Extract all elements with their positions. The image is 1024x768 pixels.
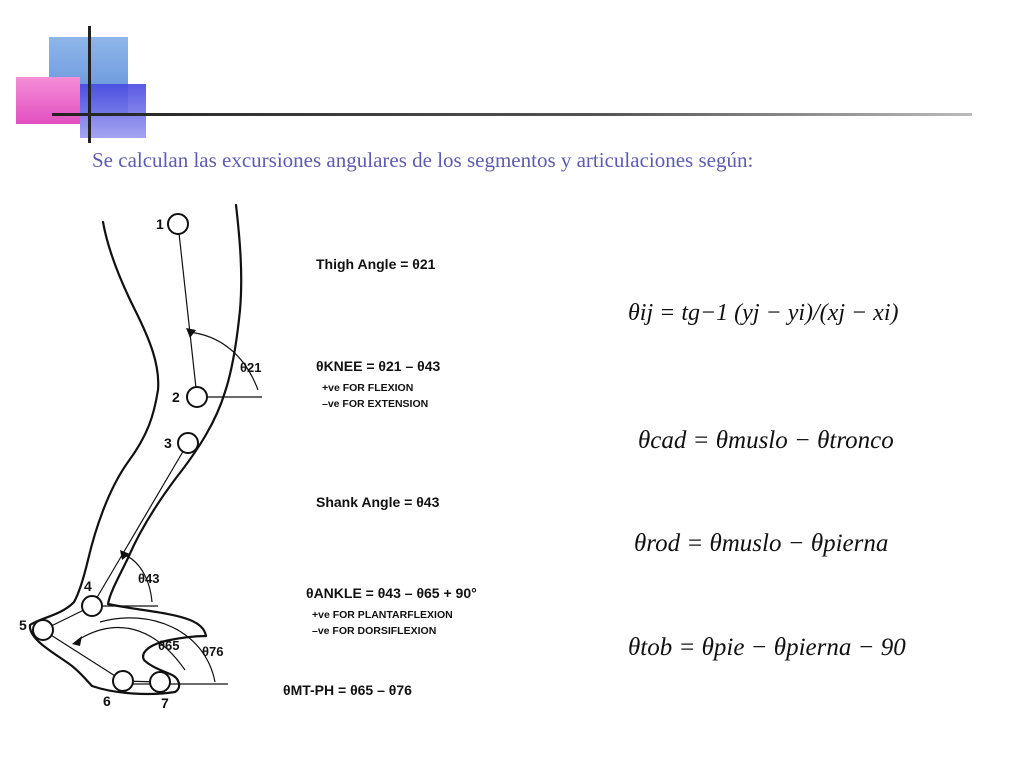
knee-note-flexion: +ve FOR FLEXION: [322, 382, 414, 394]
shank-angle-label: Shank Angle = θ43: [316, 494, 440, 510]
arrowhead-21: [186, 328, 196, 338]
ankle-angle-equation: θtob = θpie − θpierna − 90: [628, 634, 906, 661]
joint-1: [167, 213, 189, 235]
joint-7: [149, 671, 171, 693]
joint-4: [81, 595, 103, 617]
node-label-1: 1: [156, 216, 164, 232]
general-angle-equation: θij = tg−1 (yj − yi)/(xj − xi): [628, 300, 899, 326]
node-label-6: 6: [103, 693, 111, 709]
joint-5: [32, 619, 54, 641]
node-label-2: 2: [172, 389, 180, 405]
node-label-5: 5: [19, 617, 27, 633]
angle-label-76: θ76: [202, 644, 224, 659]
leg-diagram: [28, 203, 262, 696]
hip-angle-equation: θcad = θmuslo − θtronco: [638, 427, 894, 454]
ankle-note-plantarflexion: +ve FOR PLANTARFLEXION: [312, 609, 453, 621]
segment-5-6: [42, 629, 124, 682]
foot-outline: [90, 634, 208, 696]
knee-angle-equation: θrod = θmuslo − θpierna: [634, 530, 889, 557]
horizontal-rule: [52, 113, 972, 116]
arc-theta65: [77, 626, 186, 671]
node-label-3: 3: [164, 435, 172, 451]
pink-square: [16, 77, 80, 124]
joint-6: [112, 670, 134, 692]
leg-outline-left: [28, 220, 160, 688]
mtph-angle-label: θMT-PH = θ65 – θ76: [283, 682, 412, 698]
leg-outline-right: [106, 203, 243, 638]
segment-1-2: [177, 223, 198, 398]
arrowhead-65: [72, 636, 82, 646]
arrowhead-43: [120, 550, 130, 560]
arc-theta76: [99, 617, 216, 683]
vertical-rule: [88, 26, 91, 143]
node-label-7: 7: [161, 695, 169, 711]
angle-label-43: θ43: [138, 571, 160, 586]
angle-label-21: θ21: [240, 360, 262, 375]
arc-theta21: [187, 331, 259, 391]
violet-square: [80, 84, 146, 138]
angle-label-65: θ65: [158, 638, 180, 653]
node-label-4: 4: [84, 578, 92, 594]
knee-angle-label: θKNEE = θ21 – θ43: [316, 358, 441, 374]
ankle-angle-label: θANKLE = θ43 – θ65 + 90°: [306, 585, 477, 601]
knee-note-extension: –ve FOR EXTENSION: [322, 398, 429, 410]
joint-3: [177, 432, 199, 454]
ankle-note-dorsiflexion: –ve FOR DORSIFLEXION: [312, 625, 437, 637]
joint-2: [186, 386, 208, 408]
page-title: Se calculan las excursiones angulares de…: [92, 148, 754, 172]
segment-3-4: [91, 442, 189, 607]
thigh-angle-label: Thigh Angle = θ21: [316, 256, 436, 272]
